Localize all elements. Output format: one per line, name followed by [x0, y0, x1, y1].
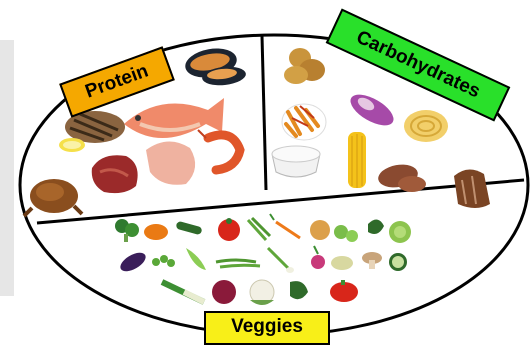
- rice-icon: [272, 146, 320, 177]
- cauliflower-icon: [250, 280, 274, 305]
- food-plate-diagram: Protein Carbohydrates Veggies: [0, 0, 532, 336]
- lemon-icon: [59, 138, 85, 152]
- cabbage-icon: [389, 221, 411, 243]
- noodles-icon: [404, 110, 448, 142]
- pumpkin-icon: [144, 224, 168, 240]
- beef-icon: [92, 155, 138, 193]
- pasta-icon: [282, 104, 326, 140]
- sprouts-icon: [331, 256, 353, 270]
- onion-icon: [310, 220, 330, 240]
- veggies-label: Veggies: [204, 311, 330, 345]
- corn-icon: [348, 132, 366, 188]
- beet-icon: [212, 280, 236, 304]
- cucumber-icon: [389, 253, 407, 271]
